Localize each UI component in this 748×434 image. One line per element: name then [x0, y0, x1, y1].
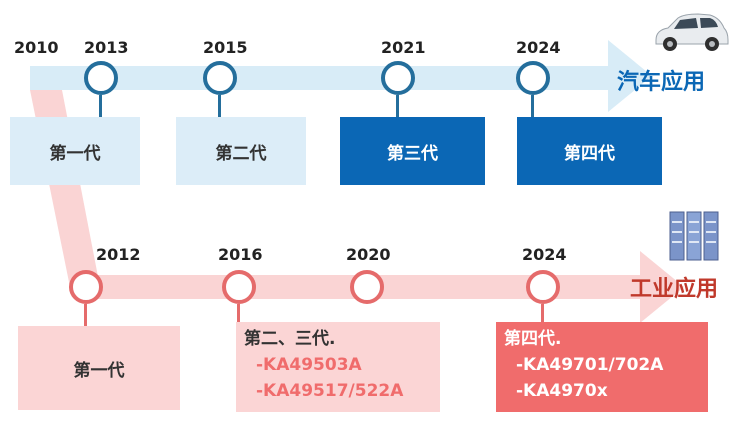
automotive-application-label: 汽车应用 [617, 70, 706, 95]
milestone-stem-2015 [218, 95, 221, 117]
ind-part-number-ka49701-702a: -KA49701/702A [516, 355, 664, 375]
milestone-node-2021 [381, 61, 415, 95]
milestone-stem-2012 [84, 304, 87, 326]
server-rack-icon [669, 211, 719, 261]
ind-part-number-ka4970x: -KA4970x [516, 381, 608, 401]
milestone-node-2015 [203, 61, 237, 95]
auto-generation-box-4: 第四代 [517, 117, 662, 185]
automotive-timeline-band [30, 66, 610, 90]
year-label-2024-industrial: 2024 [522, 245, 567, 264]
car-icon [655, 13, 729, 51]
milestone-node-2024-industrial [526, 270, 560, 304]
ind-part-number-ka49517-522a: -KA49517/522A [256, 381, 404, 401]
milestone-stem-2024 [531, 95, 534, 117]
year-label-2021: 2021 [381, 38, 426, 57]
milestone-node-2020 [350, 270, 384, 304]
milestone-stem-2013 [99, 95, 102, 117]
milestone-node-2013 [84, 61, 118, 95]
year-label-2010: 2010 [14, 38, 59, 57]
ind-generation-box-3: 第四代. -KA49701/702A -KA4970x [496, 322, 708, 412]
year-label-2012: 2012 [96, 245, 141, 264]
milestone-stem-2021 [396, 95, 399, 117]
year-label-2013: 2013 [84, 38, 129, 57]
automotive-timeline-arrowhead [608, 40, 652, 112]
ind-generation-box-2-title: 第二、三代. [244, 329, 336, 349]
year-label-2020: 2020 [346, 245, 391, 264]
ind-generation-box-1: 第一代 [18, 326, 180, 410]
milestone-stem-2024-industrial [541, 304, 544, 326]
year-label-2015: 2015 [203, 38, 248, 57]
ind-part-number-ka49503a: -KA49503A [256, 355, 362, 375]
ind-generation-box-2: 第二、三代. -KA49503A -KA49517/522A [236, 322, 440, 412]
milestone-node-2012 [69, 270, 103, 304]
milestone-stem-2016 [237, 304, 240, 326]
auto-generation-box-2: 第二代 [176, 117, 306, 185]
auto-generation-box-3: 第三代 [340, 117, 485, 185]
milestone-node-2016 [222, 270, 256, 304]
year-label-2024: 2024 [516, 38, 561, 57]
auto-generation-box-1: 第一代 [10, 117, 140, 185]
industrial-application-label: 工业应用 [630, 277, 719, 302]
year-label-2016: 2016 [218, 245, 263, 264]
industrial-timeline-arrowhead [640, 251, 684, 323]
ind-generation-box-3-title: 第四代. [504, 329, 562, 349]
milestone-node-2024 [516, 61, 550, 95]
